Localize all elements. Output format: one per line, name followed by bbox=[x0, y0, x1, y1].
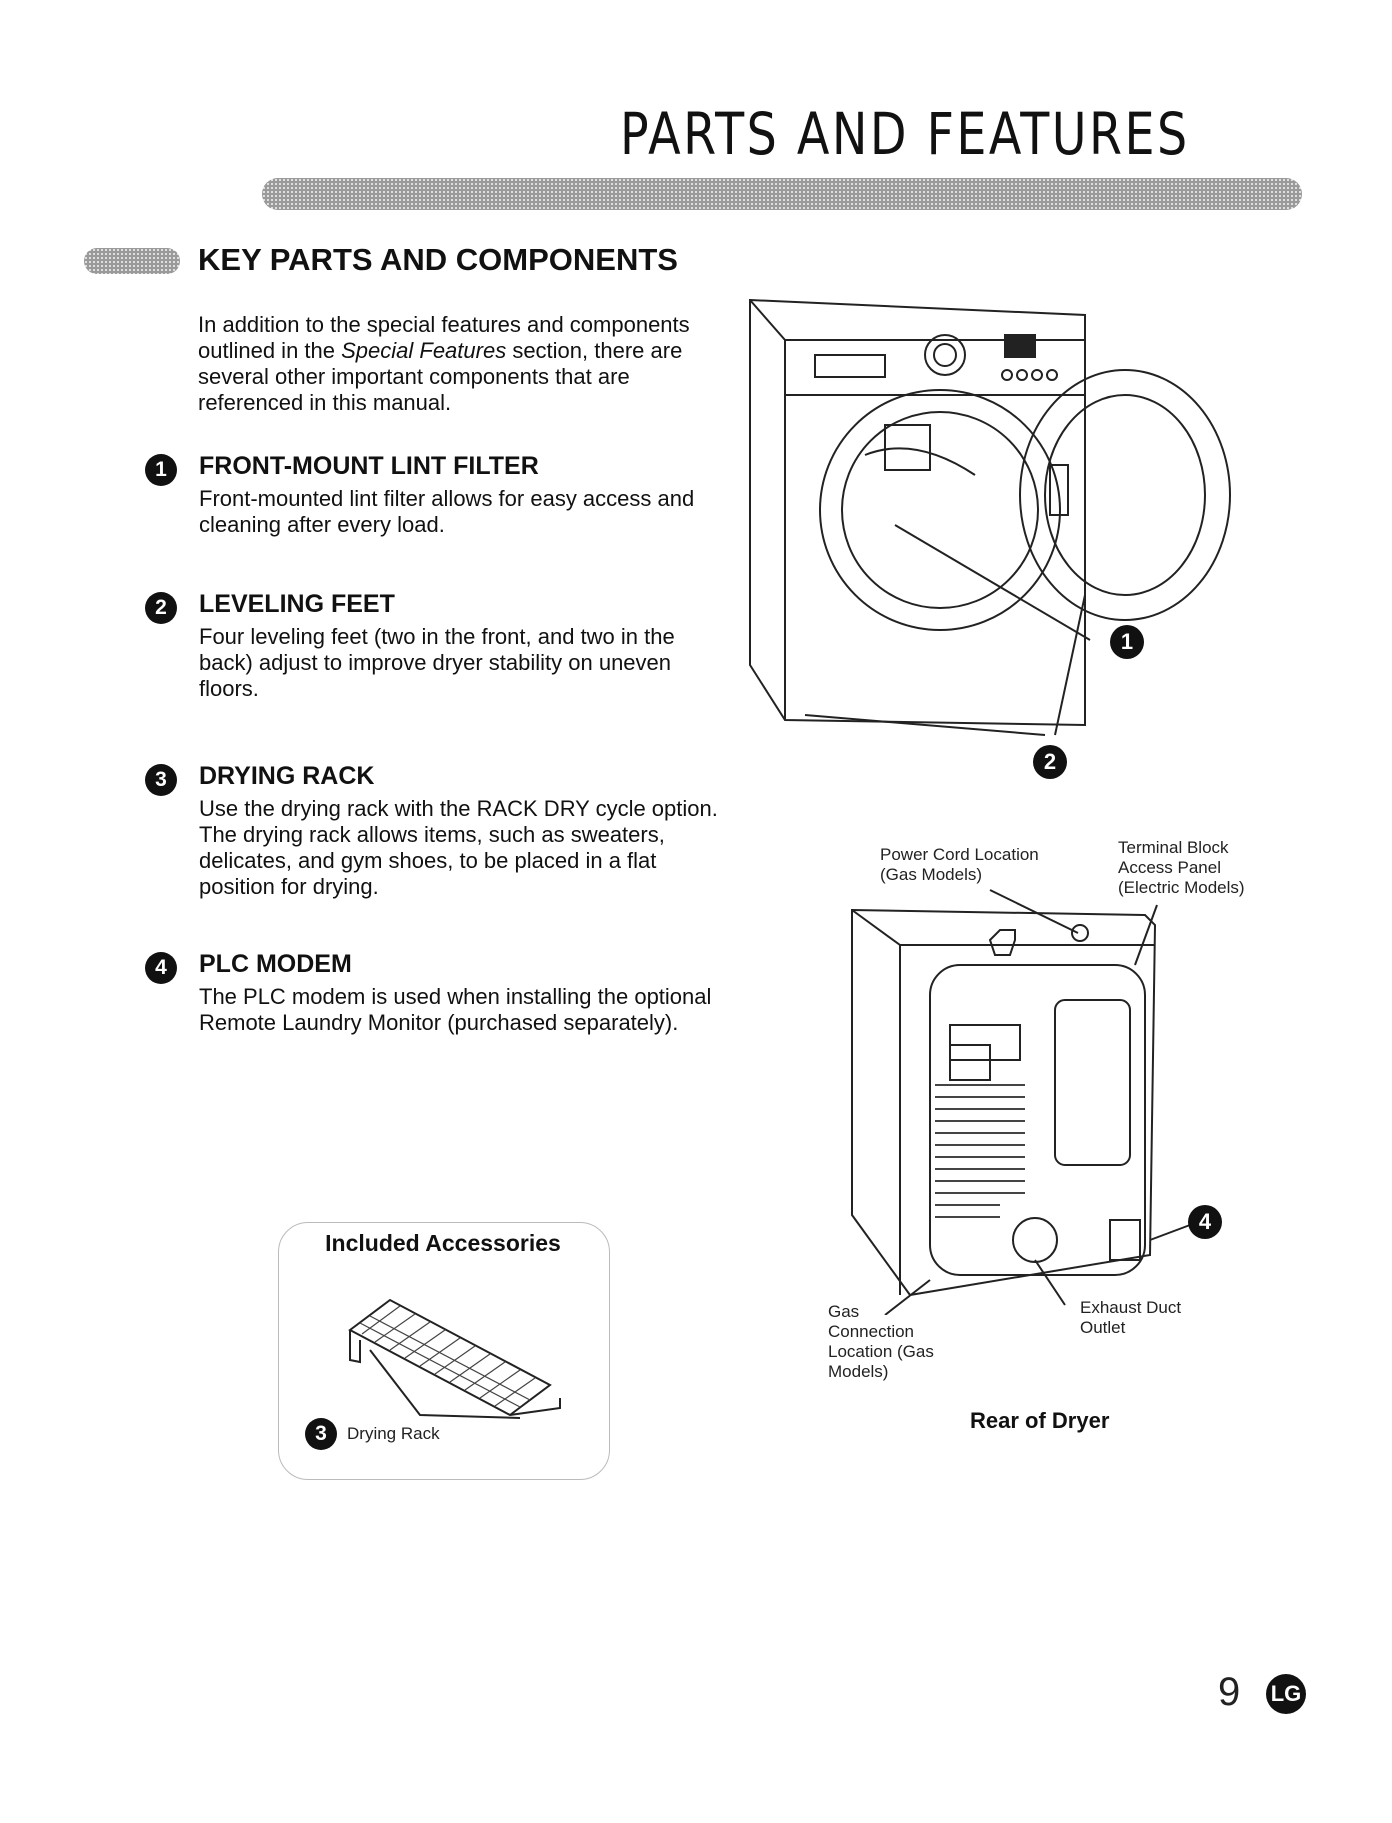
feature-body: Use the drying rack with the RACK DRY cy… bbox=[199, 796, 718, 899]
accessories-box bbox=[278, 1222, 610, 1480]
page-number: 9 bbox=[1218, 1670, 1241, 1714]
intro-text-end: section, there are several other importa… bbox=[198, 338, 683, 415]
accessories-title: Included Accessories bbox=[325, 1230, 561, 1256]
label-terminal-block: Terminal Block Access Panel (Electric Mo… bbox=[1118, 838, 1245, 897]
page-title: PARTS AND FEATURES bbox=[620, 100, 1190, 168]
feature-title: FRONT-MOUNT LINT FILTER bbox=[199, 452, 539, 480]
label-gas-connection: Gas Connection Location (Gas Models) bbox=[828, 1302, 934, 1381]
accessory-number: 3 bbox=[305, 1418, 337, 1450]
intro-text-italic: Special Features bbox=[341, 338, 507, 363]
dryer-rear-illustration bbox=[851, 889, 1191, 1315]
title-bar-decoration bbox=[262, 178, 1302, 210]
feature-title: LEVELING FEET bbox=[199, 590, 395, 618]
feature-body: Front-mounted lint filter allows for eas… bbox=[199, 486, 695, 537]
label-exhaust-outlet: Exhaust Duct Outlet bbox=[1080, 1298, 1182, 1337]
rear-caption: Rear of Dryer bbox=[970, 1408, 1110, 1433]
feature-title: DRYING RACK bbox=[199, 762, 375, 790]
callout-lint-filter: 1 bbox=[1110, 625, 1144, 659]
feature-number: 3 bbox=[145, 764, 177, 796]
section-heading: KEY PARTS AND COMPONENTS bbox=[198, 242, 678, 277]
intro-text-start: In addition to the special features and … bbox=[198, 312, 690, 363]
callout-plc-modem: 4 bbox=[1188, 1205, 1222, 1239]
section-pill-decoration bbox=[84, 248, 180, 274]
drying-rack-illustration bbox=[348, 1298, 561, 1419]
feature-number: 4 bbox=[145, 952, 177, 984]
lg-logo-icon: LG bbox=[1266, 1674, 1306, 1714]
feature-title: PLC MODEM bbox=[199, 950, 352, 978]
feature-body: Four leveling feet (two in the front, an… bbox=[199, 624, 675, 701]
callout-leveling-feet: 2 bbox=[1033, 745, 1067, 779]
dryer-front-illustration bbox=[749, 298, 1231, 736]
label-power-cord: Power Cord Location (Gas Models) bbox=[880, 845, 1039, 884]
intro-paragraph: In addition to the special features and … bbox=[198, 312, 698, 416]
feature-number: 2 bbox=[145, 592, 177, 624]
feature-number: 1 bbox=[145, 454, 177, 486]
accessory-label: Drying Rack bbox=[347, 1424, 440, 1443]
feature-body: The PLC modem is used when installing th… bbox=[199, 984, 712, 1035]
